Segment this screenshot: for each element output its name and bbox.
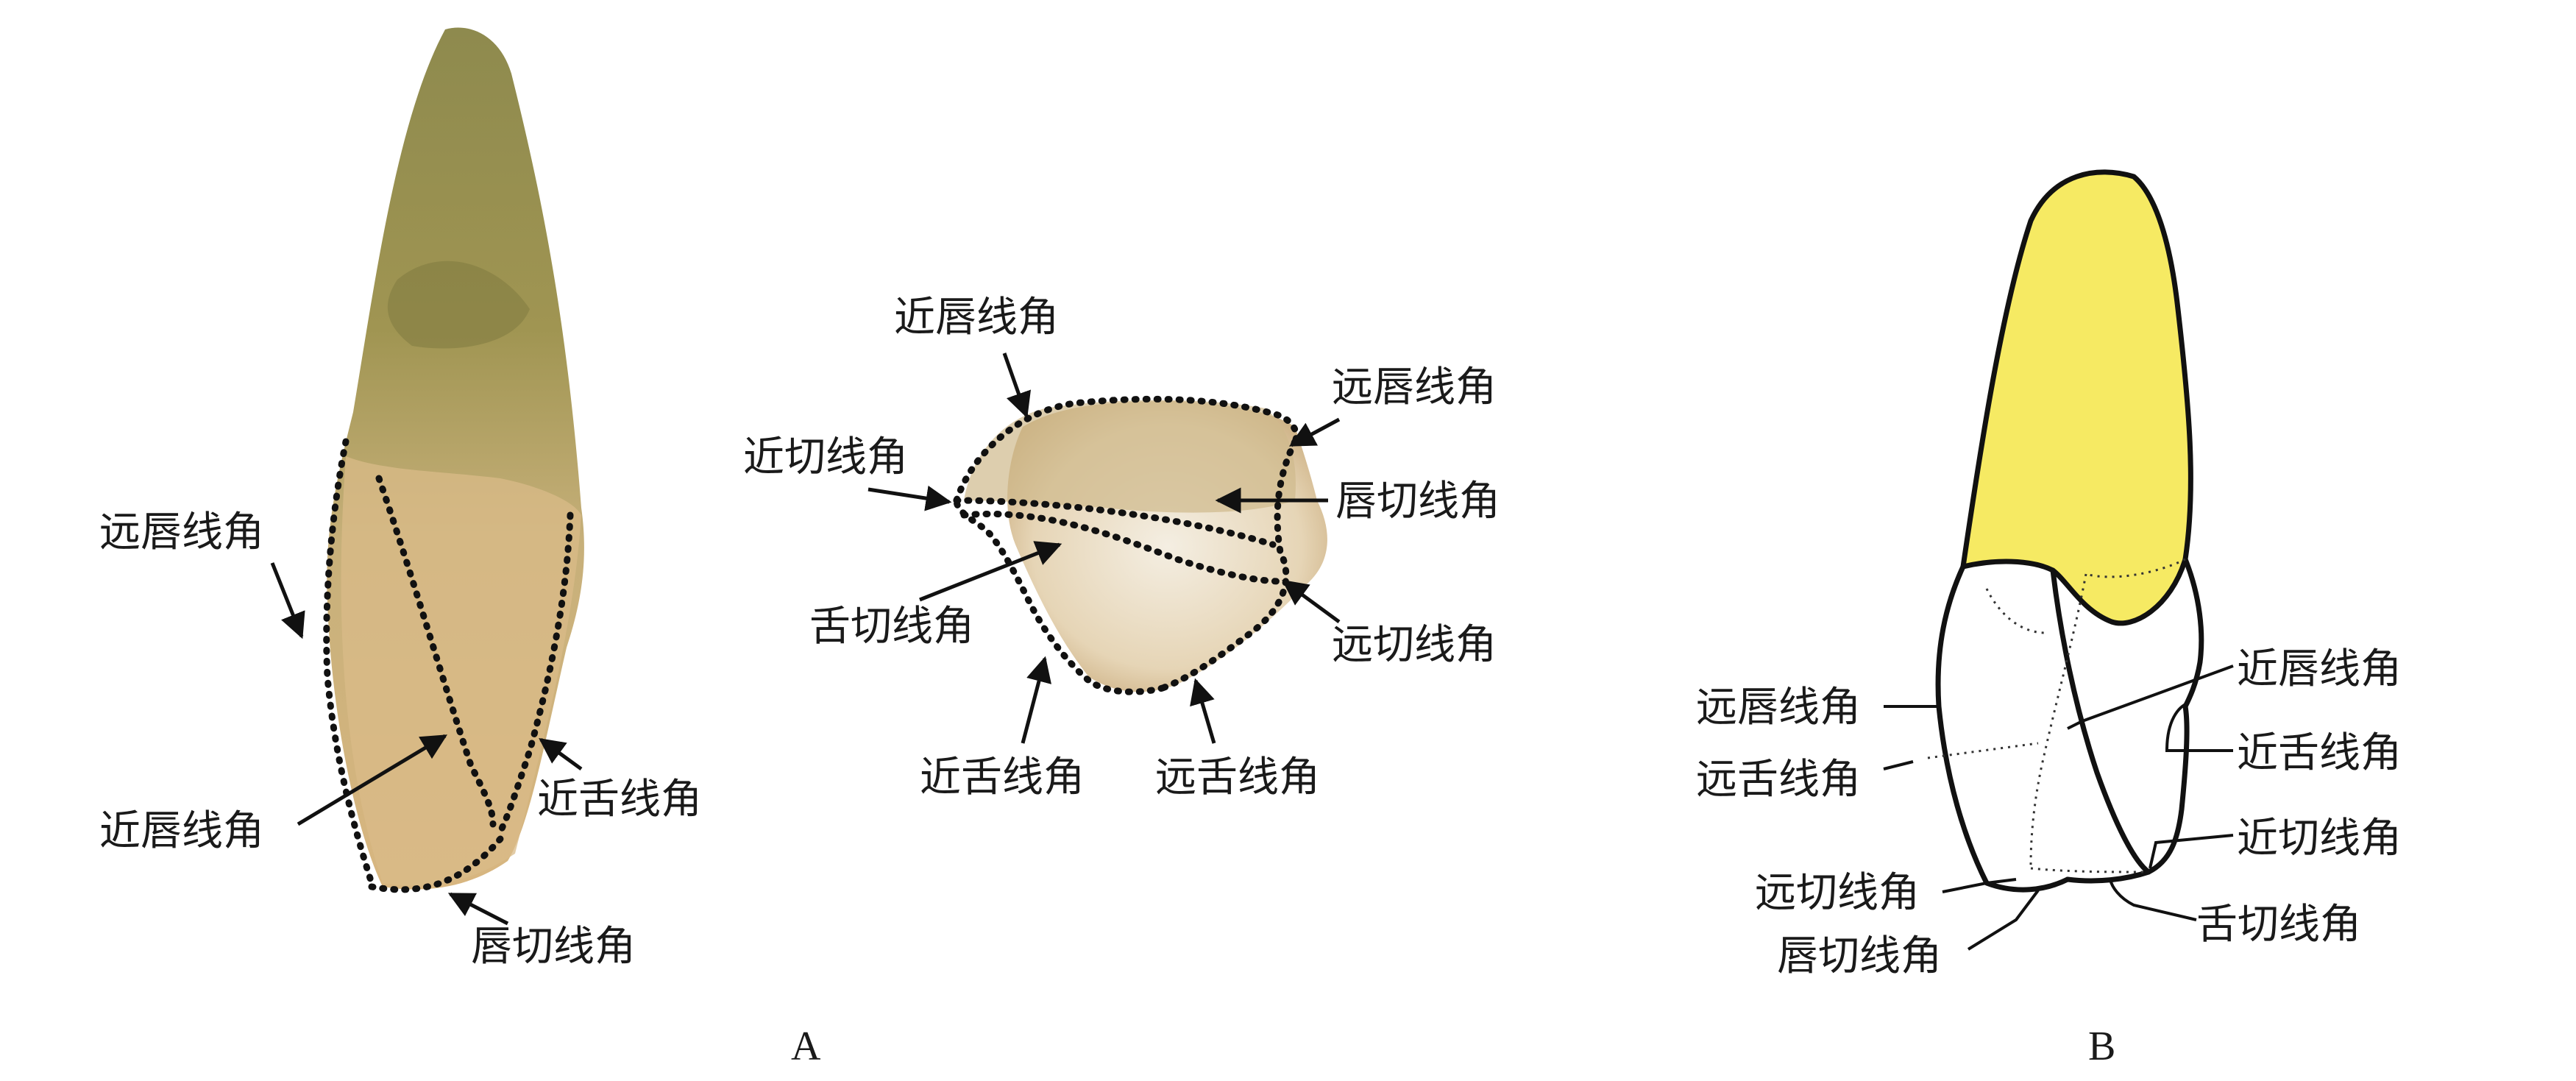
mesiolingual-line-dotted bbox=[497, 511, 574, 835]
label-b-mesioincisal: 近切线角 bbox=[2237, 815, 2402, 862]
mesiolabial-line-dotted bbox=[375, 475, 497, 828]
crown-mesial-outline bbox=[2050, 567, 2190, 875]
tooth-photo-incisal-view bbox=[953, 395, 1327, 695]
label-distolabial-upper: 远唇线角 bbox=[99, 508, 264, 556]
labioincisal-line-dotted bbox=[368, 835, 504, 893]
label-incisal-distoincisal: 远切线角 bbox=[1332, 621, 1497, 669]
label-b-distoincisal: 远切线角 bbox=[1755, 869, 1920, 917]
root-yellow bbox=[1960, 169, 2193, 626]
upper-hidden-line bbox=[1985, 588, 2046, 634]
lingual-hidden-line-2 bbox=[2085, 558, 2186, 578]
label-b-mesiolabial: 近唇线角 bbox=[2237, 645, 2402, 693]
label-labioincisal: 唇切线角 bbox=[471, 923, 636, 971]
crown-labial-outline bbox=[1935, 564, 2071, 893]
crown-incisal-edge bbox=[2065, 869, 2151, 884]
tooth-incisal-top-shade bbox=[964, 400, 1296, 513]
drawing-labels: 远唇线角 远舌线角 远切线角 唇切线角 近唇线角 近舌线角 近切线角 舌切线角 bbox=[1696, 645, 2402, 980]
label-incisal-mesioincisal: 近切线角 bbox=[743, 433, 908, 481]
outline-incisal-bottom bbox=[953, 497, 1166, 695]
tooth-line-drawing bbox=[1935, 169, 2204, 893]
label-incisal-labioincisal: 唇切线角 bbox=[1335, 478, 1500, 525]
label-b-mesiolingual: 近舌线角 bbox=[2237, 729, 2402, 777]
label-b-labioincisal: 唇切线角 bbox=[1777, 932, 1942, 980]
tooth-side-dark-band bbox=[387, 260, 530, 349]
lingual-hidden-line bbox=[2029, 573, 2087, 869]
tooth1-labels: 远唇线角 近唇线角 近舌线角 唇切线角 bbox=[99, 508, 702, 971]
label-incisal-linguoincisal: 舌切线角 bbox=[809, 603, 974, 651]
label-mesiolabial-lower: 近唇线角 bbox=[99, 807, 264, 855]
incisal-hidden-line bbox=[2030, 867, 2149, 873]
label-mesiolingual: 近舌线角 bbox=[537, 776, 702, 823]
distolabial-line-dotted bbox=[323, 438, 375, 887]
tooth2-labels: 近唇线角 远唇线角 近切线角 唇切线角 舌切线角 远切线角 近舌线角 远舌线角 bbox=[743, 294, 1500, 801]
label-b-linguoincisal: 舌切线角 bbox=[2196, 901, 2361, 949]
label-b-distolingual: 远舌线角 bbox=[1696, 756, 1861, 804]
label-incisal-mesiolingual: 近舌线角 bbox=[920, 754, 1085, 801]
label-b-distolabial: 远唇线角 bbox=[1696, 684, 1861, 731]
labioincisal-dotted bbox=[953, 497, 1277, 548]
panel-label-b: B bbox=[2088, 1024, 2115, 1069]
tooth-photo-side-view bbox=[323, 27, 584, 893]
outline-incisal-top bbox=[953, 395, 1300, 504]
linguoincisal-dotted bbox=[960, 510, 1284, 585]
label-incisal-distolabial: 远唇线角 bbox=[1332, 364, 1497, 411]
label-incisal-mesiolabial: 近唇线角 bbox=[894, 294, 1059, 341]
crown-right-outline bbox=[2182, 556, 2204, 709]
panel-label-a: A bbox=[791, 1024, 821, 1069]
label-incisal-distolingual: 远舌线角 bbox=[1155, 754, 1320, 801]
